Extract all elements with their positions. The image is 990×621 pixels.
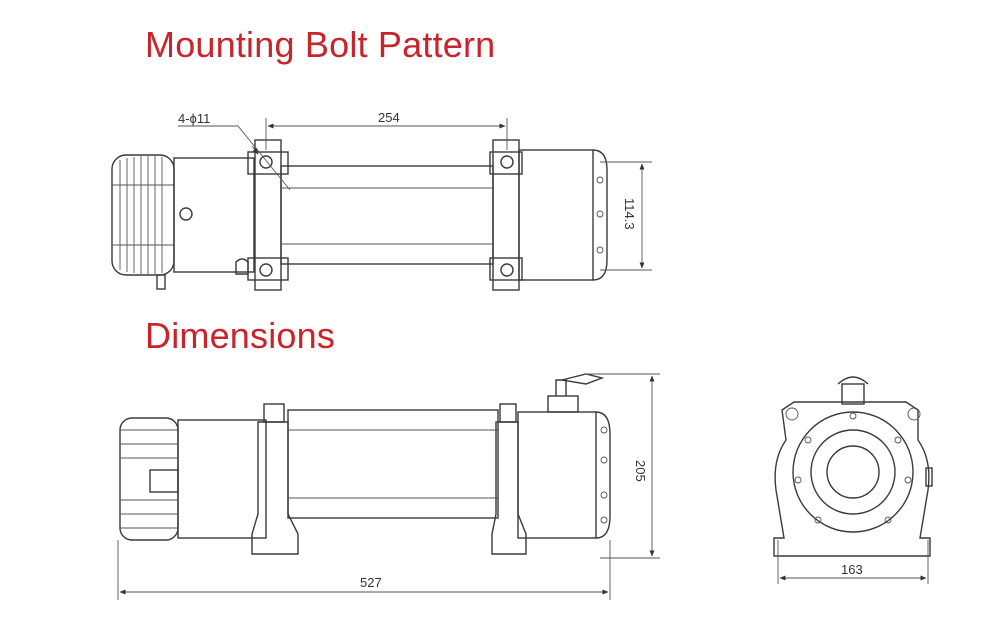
top-view: 4-ϕ11 254 114.3 bbox=[111, 110, 652, 291]
width-label: 163 bbox=[841, 562, 863, 577]
bolt-hole-top-left bbox=[259, 155, 273, 169]
right-bracket-side bbox=[491, 403, 527, 555]
height-label: 205 bbox=[633, 460, 648, 482]
motor-fins-side bbox=[119, 417, 179, 541]
left-bracket-side bbox=[251, 403, 299, 555]
bolt-hole-top-right bbox=[500, 155, 514, 169]
dimensions-heading: Dimensions bbox=[145, 315, 336, 356]
clutch-lever bbox=[561, 373, 605, 385]
bolt-hole-label: 4-ϕ11 bbox=[178, 111, 210, 126]
motor-body-side bbox=[177, 419, 267, 539]
gearbox-top bbox=[518, 149, 594, 281]
motor-port bbox=[179, 207, 193, 221]
side-view: 205 527 bbox=[117, 373, 660, 600]
gearbox-side bbox=[517, 373, 611, 539]
bolt-height-label: 114.3 bbox=[622, 198, 637, 230]
bolt-spacing-label: 254 bbox=[378, 110, 400, 125]
bolt-hole-bottom-right bbox=[500, 263, 514, 277]
drum-side bbox=[287, 409, 499, 519]
left-bracket-top bbox=[235, 139, 289, 291]
drum-top bbox=[280, 165, 494, 265]
bolt-hole-bottom-left bbox=[259, 263, 273, 277]
motor-fins-top bbox=[111, 154, 175, 290]
length-label: 527 bbox=[360, 575, 382, 590]
clutch-knob bbox=[841, 383, 865, 405]
mounting-bolt-pattern-heading: Mounting Bolt Pattern bbox=[145, 24, 496, 65]
right-bracket-top bbox=[489, 139, 523, 291]
end-view: 163 bbox=[773, 376, 933, 584]
drum-bore bbox=[826, 445, 880, 499]
motor-body-top bbox=[173, 157, 255, 273]
